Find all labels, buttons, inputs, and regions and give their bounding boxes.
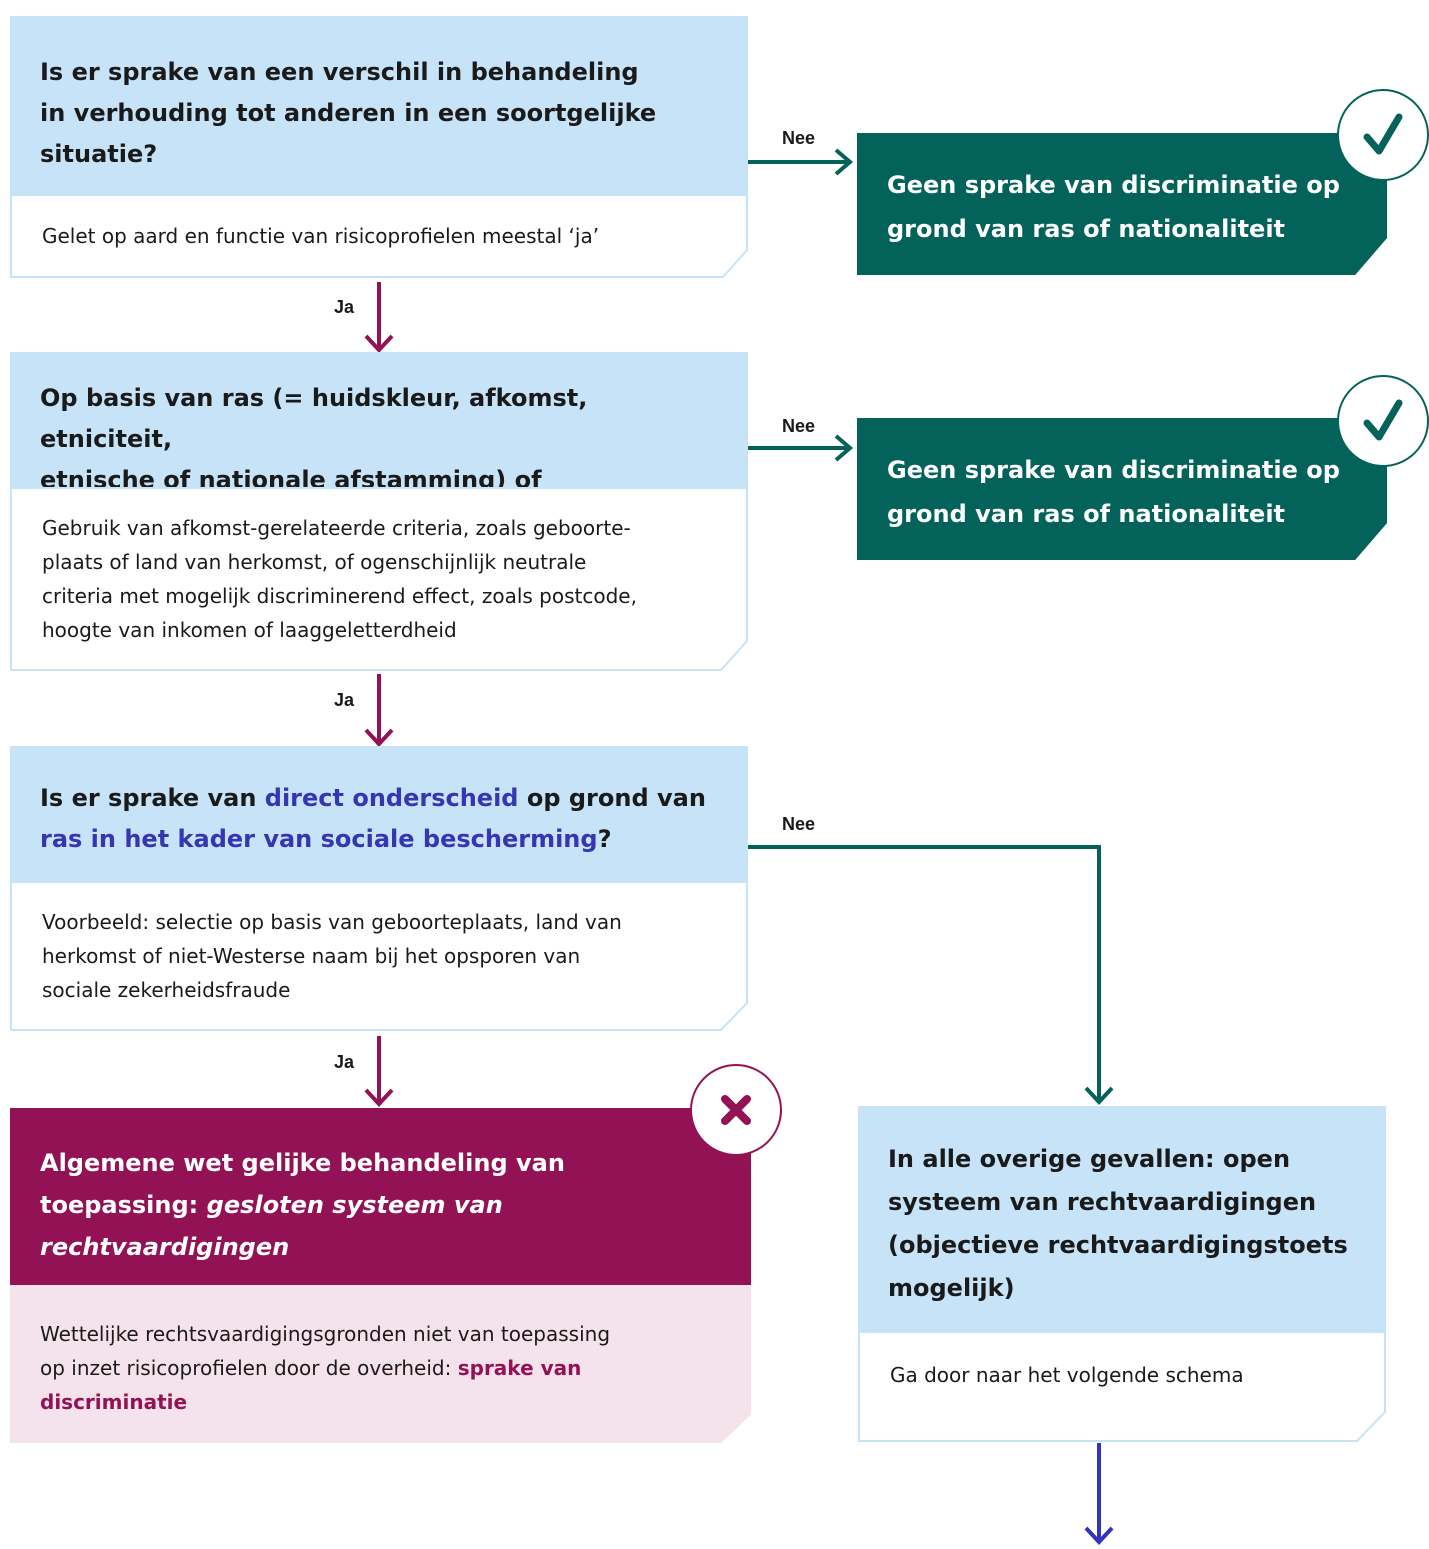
yes-label: Ja	[334, 297, 355, 317]
result-no-discrimination-1: Geen sprake van discriminatie op grond v…	[857, 133, 1387, 275]
question-1-line: situatie?	[40, 140, 158, 168]
outcome-closed-text: toepassing:	[40, 1191, 207, 1219]
question-2-line: Op basis van ras (= huidskleur, afkomst,…	[40, 384, 588, 453]
no-label: Nee	[782, 128, 816, 148]
question-3-note: Voorbeeld: selectie op basis van geboort…	[10, 881, 748, 1031]
result-line: Geen sprake van discriminatie op	[887, 456, 1340, 484]
discrimination-highlight: discriminatie	[40, 1390, 188, 1414]
ras-sociale-bescherming-link[interactable]: ras in het kader van sociale bescherming	[40, 825, 598, 853]
direct-onderscheid-link[interactable]: direct onderscheid	[264, 784, 519, 812]
outcome-closed-system: Algemene wet gelijke behandeling van toe…	[10, 1108, 751, 1285]
question-3-text: Is er sprake van	[40, 784, 265, 812]
no-label: Nee	[782, 814, 816, 834]
outcome-closed-note: Wettelijke rechtsvaardigingsgronden niet…	[10, 1285, 751, 1443]
outcome-closed-emphasis: gesloten systeem van	[206, 1191, 503, 1219]
question-3-text: ?	[597, 825, 612, 853]
result-line: Geen sprake van discriminatie op	[887, 171, 1340, 199]
outcome-open-note-text: Ga door naar het volgende schema	[890, 1363, 1244, 1387]
cross-icon	[690, 1064, 782, 1156]
question-2-note: Gebruik van afkomst-gerelateerde criteri…	[10, 487, 748, 671]
question-2: Op basis van ras (= huidskleur, afkomst,…	[10, 352, 748, 671]
question-1-line: in verhouding tot anderen in een soortge…	[40, 99, 657, 127]
question-1-note-text: Gelet op aard en functie van risicoprofi…	[42, 224, 600, 248]
checkmark-icon	[1337, 89, 1429, 181]
outcome-open-line: systeem van rechtvaardigingen	[888, 1188, 1317, 1216]
outcome-closed-emphasis: rechtvaardigingen	[40, 1233, 290, 1261]
outcome-open-system: In alle overige gevallen: open systeem v…	[858, 1106, 1386, 1332]
outcome-open-note: Ga door naar het volgende schema	[858, 1332, 1386, 1442]
result-no-discrimination-2: Geen sprake van discriminatie op grond v…	[857, 418, 1387, 560]
question-2-note-line: plaats of land van herkomst, of ogenschi…	[42, 550, 587, 574]
outcome-open-line: mogelijk)	[888, 1274, 1015, 1302]
question-1: Is er sprake van een verschil in behande…	[10, 16, 748, 278]
question-2-note-line: Gebruik van afkomst-gerelateerde criteri…	[42, 516, 631, 540]
question-2-header: Op basis van ras (= huidskleur, afkomst,…	[10, 352, 748, 535]
outcome-closed-note-line: Wettelijke rechtsvaardigingsgronden niet…	[40, 1322, 611, 1346]
question-3-note-line: Voorbeeld: selectie op basis van geboort…	[42, 910, 622, 934]
yes-label: Ja	[334, 1052, 355, 1072]
question-3-note-line: sociale zekerheidsfraude	[42, 978, 291, 1002]
outcome-closed-line: Algemene wet gelijke behandeling van	[40, 1149, 565, 1177]
result-line: grond van ras of nationaliteit	[887, 500, 1286, 528]
question-1-line: Is er sprake van een verschil in behande…	[40, 58, 639, 86]
question-3-text: op grond van	[518, 784, 706, 812]
question-3-note-line: herkomst of niet-Westerse naam bij het o…	[42, 944, 581, 968]
question-1-header: Is er sprake van een verschil in behande…	[10, 16, 748, 194]
outcome-open-line: (objectieve rechtvaardigingstoets	[888, 1231, 1348, 1259]
discrimination-highlight: sprake van	[457, 1356, 582, 1380]
question-3-header: Is er sprake van direct onderscheid op g…	[10, 746, 748, 881]
question-2-note-line: hoogte van inkomen of laaggeletterdheid	[42, 618, 457, 642]
outcome-open-line: In alle overige gevallen: open	[888, 1145, 1291, 1173]
result-line: grond van ras of nationaliteit	[887, 215, 1286, 243]
outcome-closed-note-text: op inzet risicoprofielen door de overhei…	[40, 1356, 458, 1380]
checkmark-icon	[1337, 375, 1429, 467]
question-3: Is er sprake van direct onderscheid op g…	[10, 746, 748, 1031]
yes-label: Ja	[334, 690, 355, 710]
no-label: Nee	[782, 416, 816, 436]
question-2-note-line: criteria met mogelijk discriminerend eff…	[42, 584, 637, 608]
question-1-note: Gelet op aard en functie van risicoprofi…	[10, 194, 748, 278]
